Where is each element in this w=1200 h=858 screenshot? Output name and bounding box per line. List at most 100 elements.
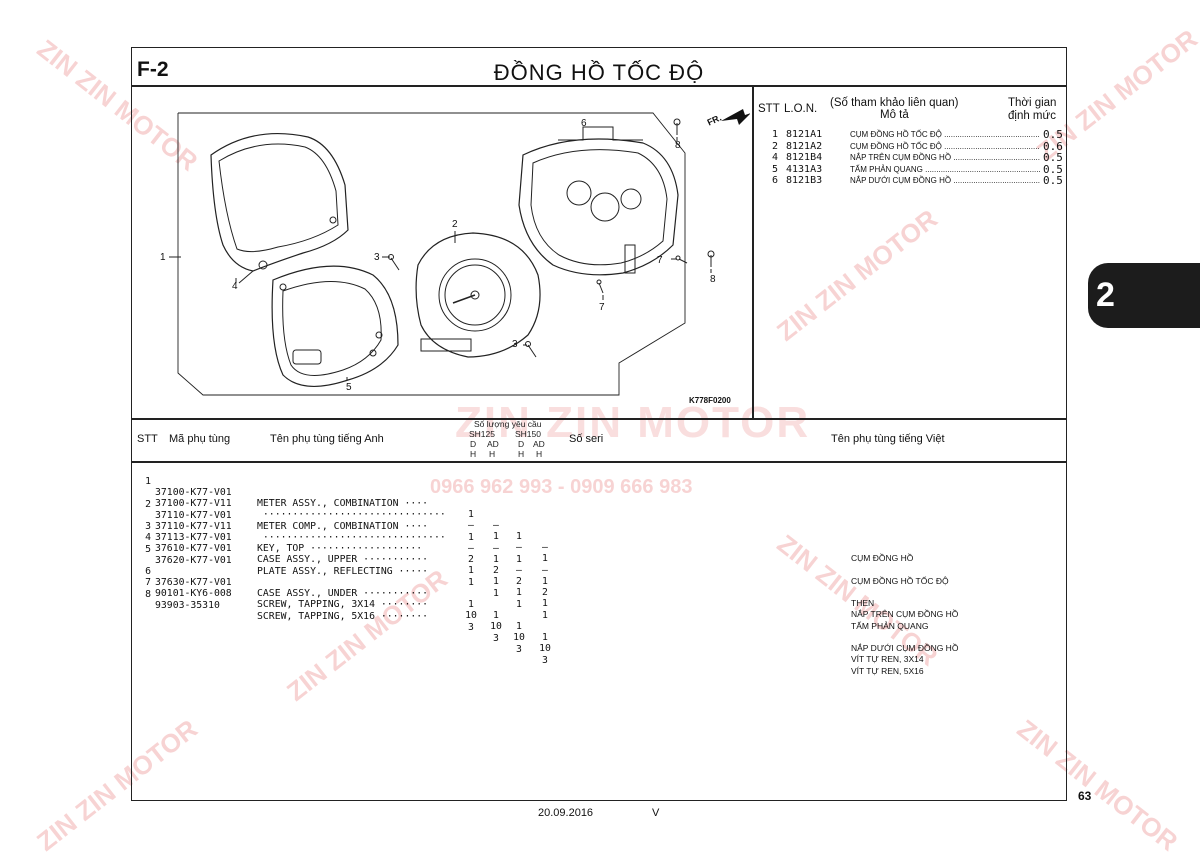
- lon-code: 8121A1: [786, 129, 823, 140]
- parts-header-divider: [131, 461, 1067, 463]
- lon-code: 8121B3: [786, 175, 823, 186]
- under-case-part: [518, 138, 679, 276]
- lon-row: 2 8121A2 CỤM ĐỒNG HỒ TỐC ĐỘ 0.6: [756, 141, 1066, 153]
- callout-7-bottom: 7: [599, 302, 605, 313]
- parts-col-name-vn: Tên phụ tùng tiếng Việt: [831, 433, 945, 445]
- row-qty: 2: [468, 554, 474, 566]
- row-qty: –: [468, 520, 474, 532]
- watermark-phone-center: 0966 962 993 - 0909 666 983: [430, 476, 693, 498]
- row-qty: 1: [493, 576, 499, 588]
- row-name-vn: VÍT TỰ REN, 3X14: [851, 654, 924, 665]
- page-title: ĐỒNG HỒ TỐC ĐỘ: [493, 60, 705, 85]
- lon-no: 1: [772, 129, 779, 140]
- row-name-en: ·······························: [257, 509, 446, 521]
- lon-desc: TẤM PHẢN QUANG: [850, 164, 1040, 175]
- row-qty: 2: [516, 576, 522, 588]
- lon-no: 2: [772, 140, 779, 152]
- row-qty: 1: [516, 598, 522, 610]
- lon-row: 5 4131A3 TẤM PHẢN QUANG 0.5: [756, 164, 1066, 176]
- callout-8-top: 8: [675, 140, 681, 151]
- lon-time: 0.5: [1043, 174, 1063, 187]
- row-qty: 1: [542, 553, 548, 565]
- row-stt: 7: [145, 577, 151, 589]
- row-qty: 1: [493, 553, 499, 565]
- leader-6: [558, 126, 643, 141]
- screw-8-top: [673, 118, 681, 135]
- table-row: 1 37100-K77-V01 METER ASSY., COMBINATION…: [133, 465, 1063, 563]
- parts-col-sub-ad-1: AD: [487, 439, 499, 449]
- row-part-no: 37110-K77-V01: [155, 509, 232, 521]
- diagram-divider: [752, 85, 754, 418]
- parts-col-serial: Số seri: [569, 433, 604, 445]
- row-qty: 10: [539, 643, 551, 655]
- row-stt: 2: [145, 498, 151, 510]
- diagram-bottom-divider: [131, 418, 1067, 420]
- row-stt: 6: [145, 566, 151, 578]
- lon-time: 0.6: [1043, 139, 1063, 153]
- row-qty: 1: [516, 621, 522, 633]
- lon-row: 4 8121B4 NẮP TRÊN CỤM ĐỒNG HỒ 0.5: [756, 152, 1066, 164]
- row-qty: –: [542, 542, 548, 553]
- row-qty: 1: [468, 599, 474, 611]
- row-qty: 3: [542, 654, 548, 666]
- parts-col-model-1: SH125: [469, 429, 495, 439]
- lon-col-ref: (Số tham khảo liên quan): [830, 97, 959, 109]
- row-qty: 3: [516, 643, 522, 655]
- parts-table: 1 37100-K77-V01 METER ASSY., COMBINATION…: [133, 465, 1063, 676]
- row-part-no: 37630-K77-V01: [155, 577, 232, 589]
- footer-date: 20.09.2016: [538, 807, 594, 819]
- table-row: 4 37610-K77-V01 CASE ASSY., UPPER ······…: [133, 521, 1063, 619]
- diagram-code: K778F0200: [689, 396, 731, 405]
- parts-col-sub-ad-2: AD: [533, 439, 545, 449]
- callout-2: 2: [452, 219, 458, 230]
- table-row: 7 90101-KY6-008 SCREW, TAPPING, 3X14 ···…: [133, 566, 1063, 664]
- lon-col-desc: Mô tả: [880, 109, 909, 121]
- table-row: 6 37630-K77-V01 CASE ASSY., UNDER ······…: [133, 555, 1063, 653]
- figure-code: F-2: [137, 58, 169, 81]
- callout-1: 1: [160, 252, 166, 263]
- row-qty: –: [516, 542, 522, 554]
- lon-time: 0.5: [1043, 151, 1063, 164]
- row-qty: 2: [542, 587, 548, 599]
- parts-col-sub-h-3: H: [518, 449, 525, 459]
- parts-col-sub-h-4: H: [536, 449, 543, 459]
- row-name-en: CASE ASSY., UNDER ···········: [257, 588, 429, 600]
- row-stt: 3: [145, 521, 151, 533]
- footer-version: V: [652, 807, 660, 819]
- lon-code: 8121B4: [786, 152, 823, 163]
- lon-col-time: Thời gian: [1008, 97, 1057, 109]
- row-qty: 1: [542, 575, 548, 587]
- screw-7-side: [675, 255, 688, 264]
- row-part-no: 37100-K77-V11: [155, 498, 232, 510]
- row-qty: 1: [542, 632, 548, 644]
- row-qty: 10: [490, 621, 502, 633]
- table-row: 3 37113-K77-V01 KEY, TOP ···············…: [133, 510, 1063, 608]
- row-qty: –: [516, 564, 522, 576]
- row-qty: –: [468, 542, 474, 554]
- row-stt: 1: [145, 476, 151, 487]
- lon-time: 0.5: [1043, 162, 1063, 176]
- row-qty: –: [542, 564, 548, 576]
- row-stt: 5: [145, 543, 151, 555]
- row-name-en: KEY, TOP ···················: [257, 543, 423, 555]
- row-qty: 10: [465, 610, 477, 622]
- upper-case-part: [210, 132, 349, 284]
- row-part-no: 37610-K77-V01: [155, 543, 232, 555]
- parts-col-name-en: Tên phụ tùng tiếng Anh: [270, 433, 384, 445]
- row-part-no: 37110-K77-V11: [155, 520, 232, 532]
- row-qty: 1: [468, 531, 474, 543]
- row-name-vn: THEN: [851, 598, 875, 609]
- table-row: 8 93903-35310 SCREW, TAPPING, 5X16 ·····…: [133, 578, 1063, 676]
- row-qty: 3: [493, 632, 499, 644]
- callout-4: 4: [232, 281, 238, 292]
- row-name-vn: TẤM PHẢN QUANG: [851, 620, 929, 631]
- lon-table: 1 8121A1 CỤM ĐỒNG HỒ TỐC ĐỘ 0.5 2 8121A2…: [756, 129, 1066, 187]
- row-qty: 1: [542, 598, 548, 610]
- lon-no: 5: [772, 163, 779, 175]
- lon-no: 4: [772, 152, 779, 163]
- row-qty: 1: [468, 509, 474, 520]
- lon-no: 6: [772, 175, 779, 186]
- row-name-en: ·······························: [257, 531, 446, 543]
- section-tab: 2: [1088, 263, 1200, 328]
- table-row: 5 37620-K77-V01 PLATE ASSY., REFLECTING …: [133, 533, 1063, 631]
